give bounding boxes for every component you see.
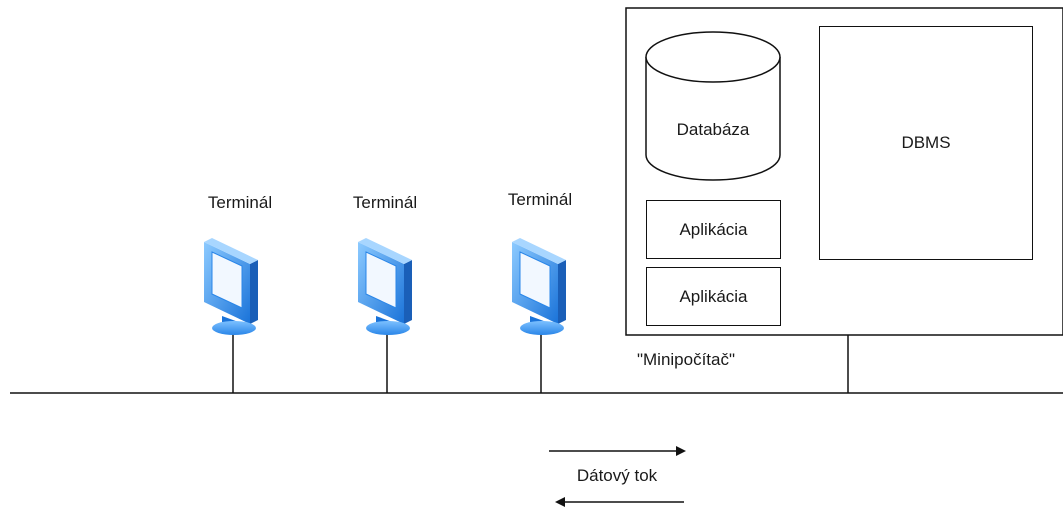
minicomputer-label: "Minipočítač" [636, 350, 736, 369]
data-flow-label: Dátový tok [576, 466, 658, 485]
application-label: Aplikácia [679, 219, 748, 239]
monitor-icon [204, 238, 258, 335]
application-label: Aplikácia [679, 286, 748, 306]
minicomputer-box [625, 7, 1063, 336]
terminal-label: Terminál [207, 193, 273, 212]
dbms-label: DBMS [901, 133, 951, 152]
application-box: Aplikácia [646, 200, 781, 259]
cylinder-database-icon [645, 31, 781, 181]
terminal-label: Terminál [352, 193, 418, 212]
application-box: Aplikácia [646, 267, 781, 326]
monitor-icon [358, 238, 412, 335]
monitor-icon [512, 238, 566, 335]
database-label: Databáza [676, 120, 750, 139]
dbms-box: DBMS [819, 26, 1033, 260]
terminal-label: Terminál [507, 190, 573, 209]
